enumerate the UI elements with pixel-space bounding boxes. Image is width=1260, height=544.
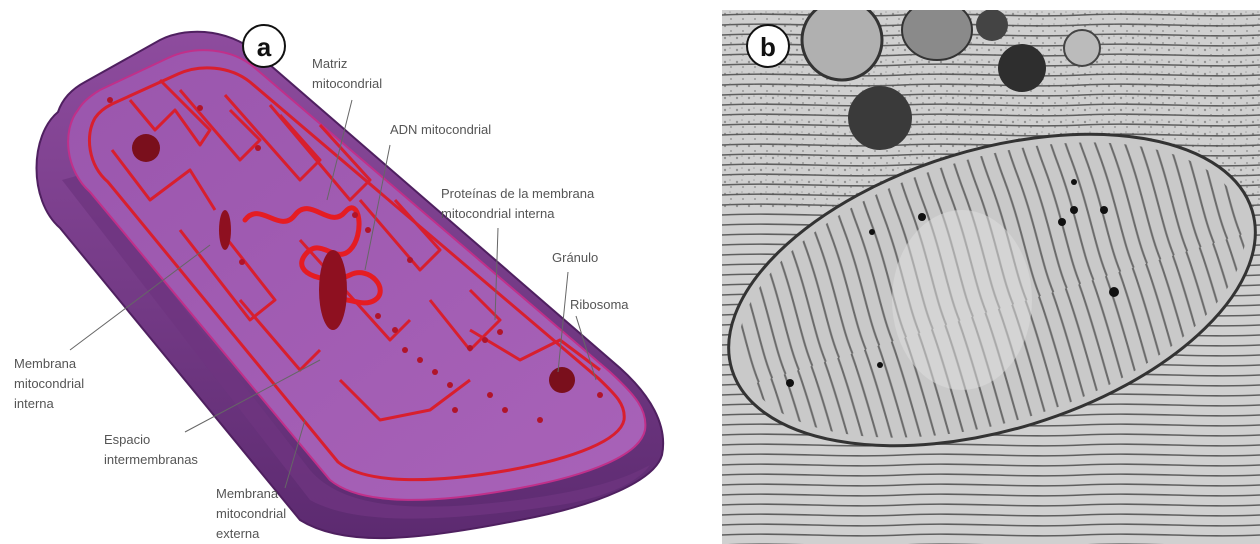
dense-body-2: [219, 210, 231, 250]
label-espacio: Espacio intermembranas: [104, 430, 198, 470]
panel-b-badge: b: [746, 24, 790, 68]
panel-a-badge: a: [242, 24, 286, 68]
panel-b-micrograph: [722, 10, 1260, 544]
granule-2: [549, 367, 575, 393]
label-membrana-externa: Membrana mitocondrial externa: [216, 484, 286, 544]
label-granulo: Gránulo: [552, 248, 598, 268]
label-membrana-interna: Membrana mitocondrial interna: [14, 354, 84, 414]
label-ribosoma: Ribosoma: [570, 295, 629, 315]
label-adn: ADN mitocondrial: [390, 120, 491, 140]
dense-body-1: [319, 250, 347, 330]
granule-1: [132, 134, 160, 162]
label-matriz: Matriz mitocondrial: [312, 54, 382, 94]
mitochondrion-matrix-light: [892, 210, 1032, 390]
label-proteinas: Proteínas de la membrana mitocondrial in…: [441, 184, 594, 224]
